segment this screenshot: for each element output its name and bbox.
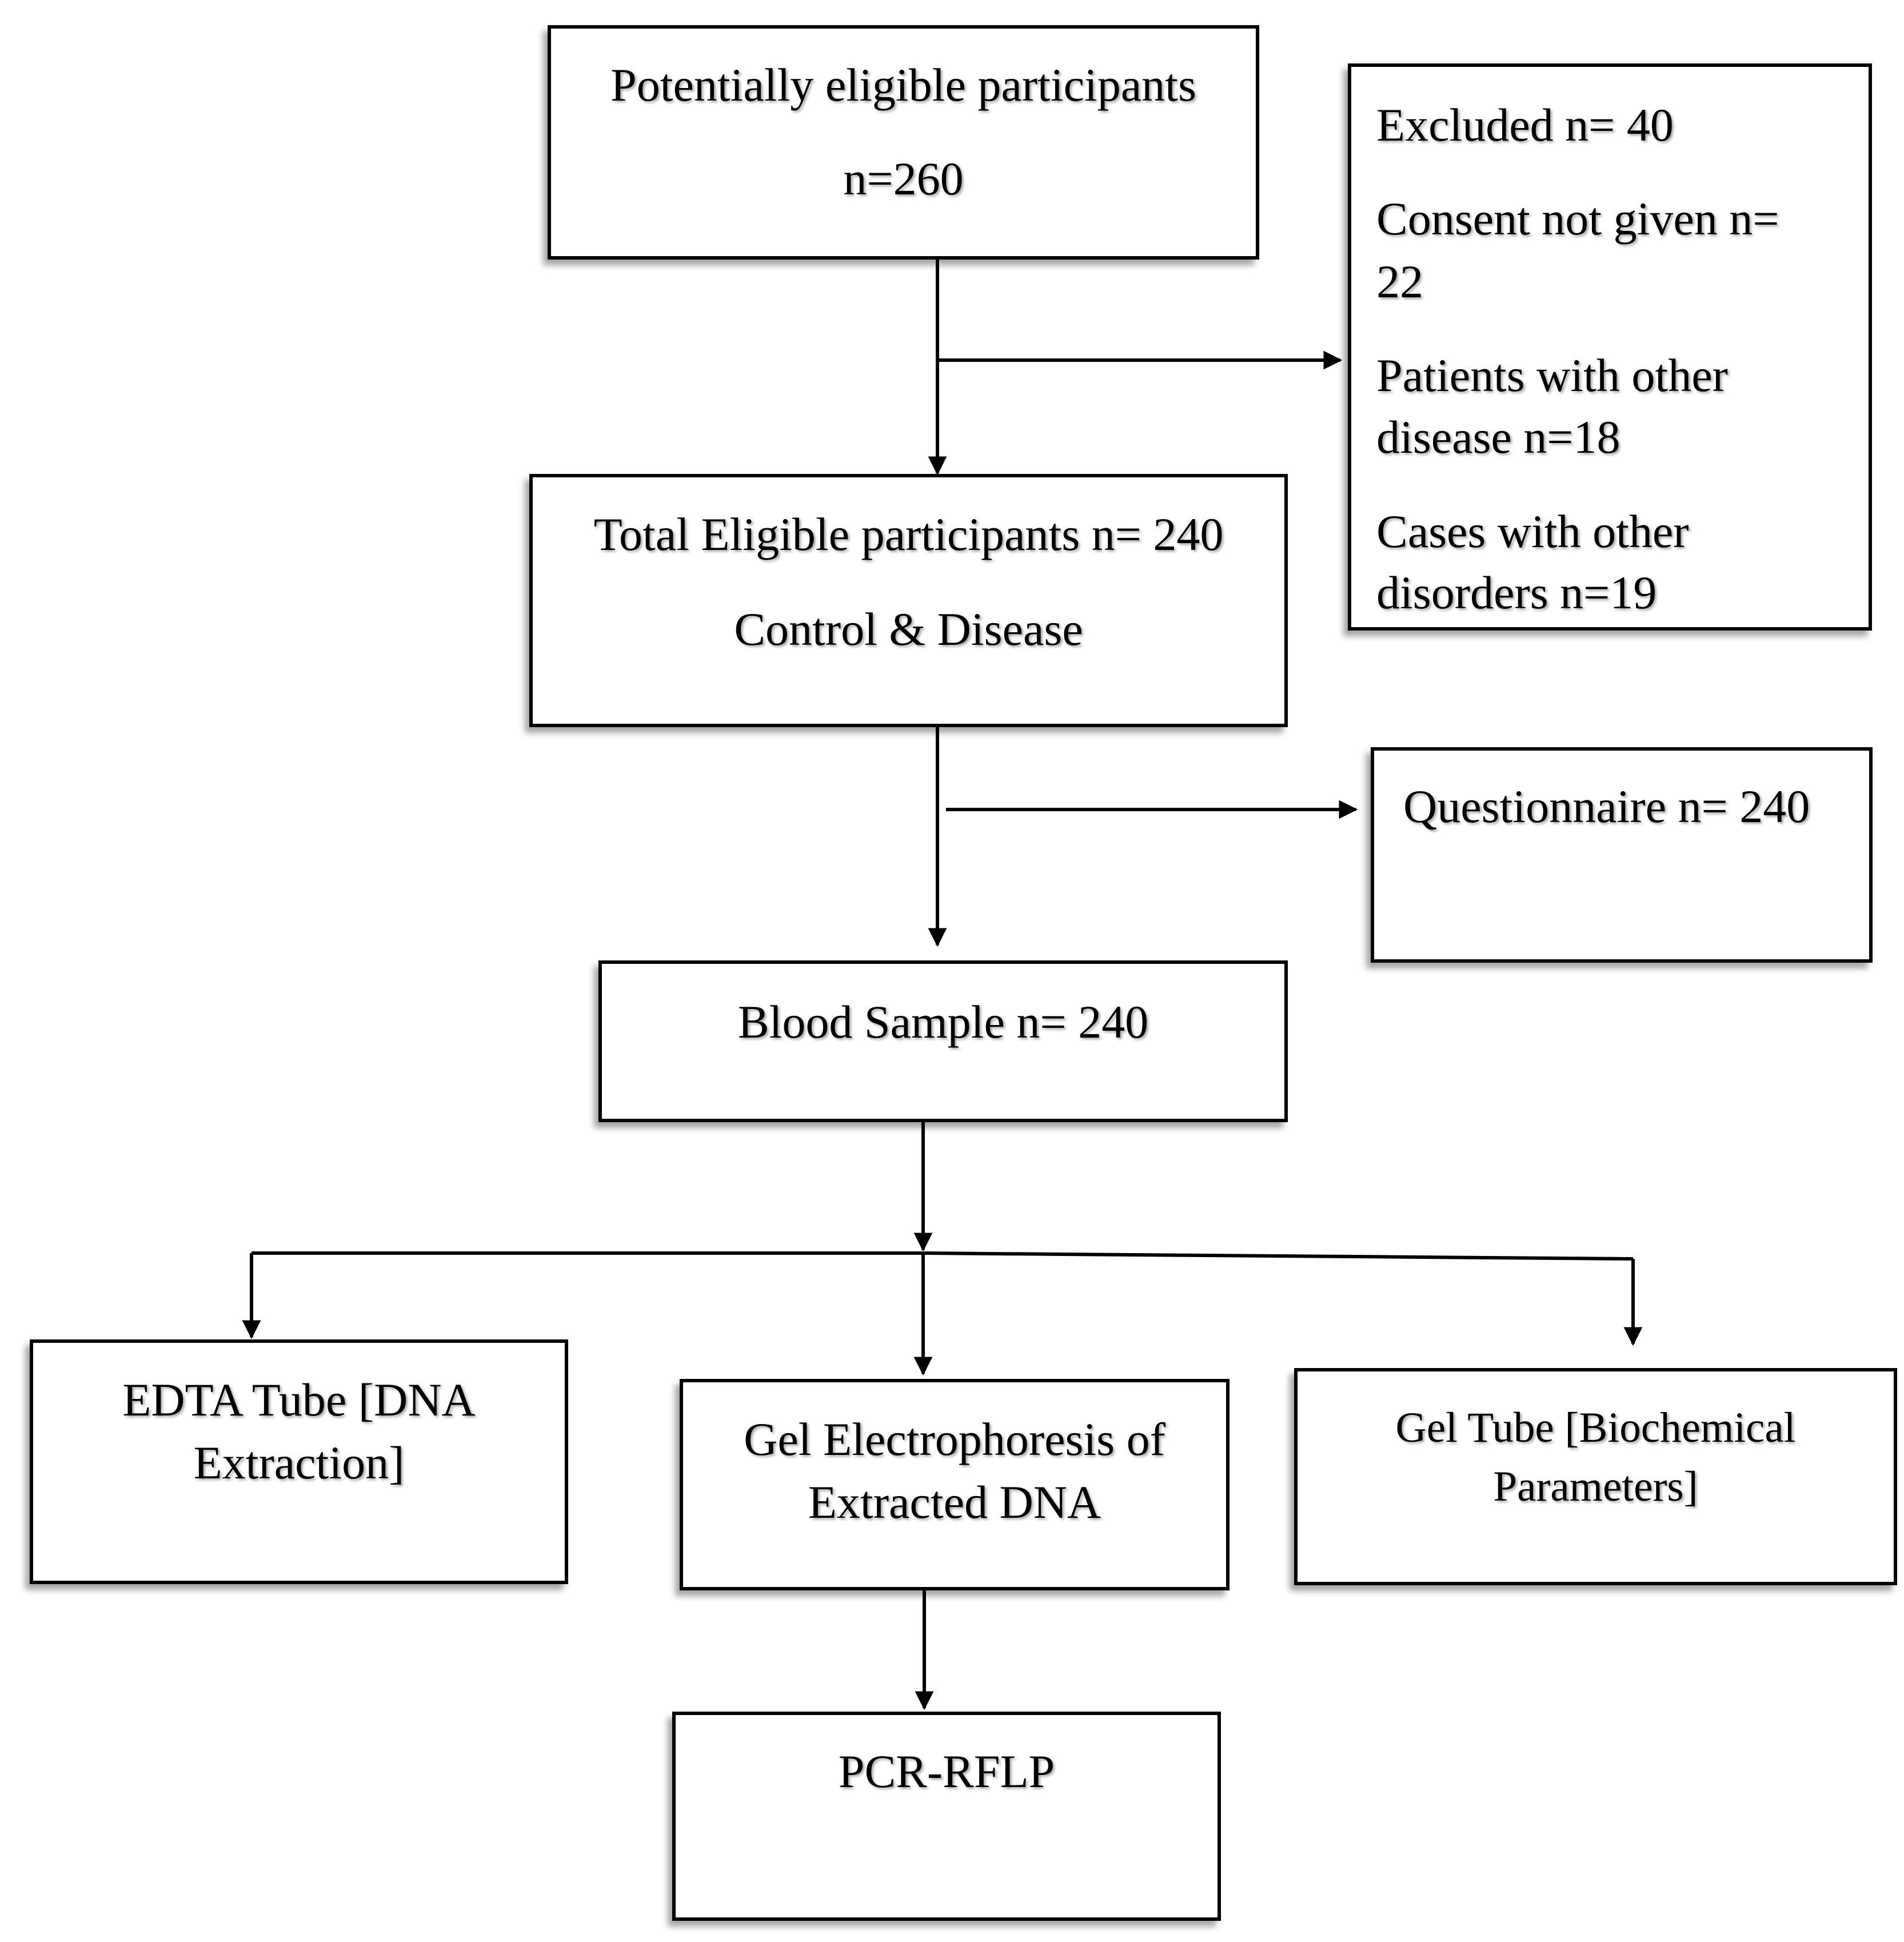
blood-sample-label: Blood Sample n= 240	[737, 996, 1149, 1048]
gel-electrophoresis-line1: Gel Electrophoresis of	[744, 1413, 1165, 1465]
excluded-reason-disease-line1: Patients with other	[1376, 349, 1728, 401]
gel-tube-line2: Parameters]	[1493, 1463, 1698, 1510]
node-total-eligible	[529, 474, 1288, 727]
node-questionnaire	[1371, 747, 1873, 963]
total-eligible-line2: Control & Disease	[734, 603, 1083, 655]
node-potentially-eligible	[548, 25, 1259, 260]
node-gel-electrophoresis	[680, 1379, 1230, 1590]
excluded-reason-disorders-line1: Cases with other	[1376, 505, 1689, 557]
node-excluded	[1348, 63, 1872, 631]
excluded-reason-consent-line2: 22	[1376, 256, 1423, 308]
node-pcr-rflp	[672, 1712, 1221, 1921]
edta-tube-line2: Extraction]	[193, 1437, 405, 1489]
questionnaire-label: Questionnaire n= 240	[1403, 780, 1810, 832]
excluded-reason-disease-line2: disease n=18	[1376, 411, 1620, 463]
edta-tube-line1: EDTA Tube [DNA	[122, 1374, 476, 1426]
excluded-title: Excluded n= 40	[1376, 99, 1674, 151]
node-gel-tube	[1294, 1368, 1897, 1585]
distribution-bar	[252, 1251, 1634, 1261]
potentially-eligible-line1: Potentially eligible participants	[610, 59, 1196, 111]
potentially-eligible-line2: n=260	[843, 153, 964, 205]
node-blood-sample	[598, 960, 1288, 1122]
excluded-reason-consent-line1: Consent not given n=	[1376, 193, 1779, 245]
excluded-reason-disorders-line2: disorders n=19	[1376, 567, 1657, 619]
gel-tube-line1: Gel Tube [Biochemical	[1395, 1404, 1796, 1451]
total-eligible-line1: Total Eligible participants n= 240	[593, 508, 1224, 560]
pcr-rflp-label: PCR-RFLP	[838, 1745, 1055, 1797]
node-edta-tube	[30, 1339, 568, 1584]
gel-electrophoresis-line2: Extracted DNA	[808, 1476, 1101, 1528]
